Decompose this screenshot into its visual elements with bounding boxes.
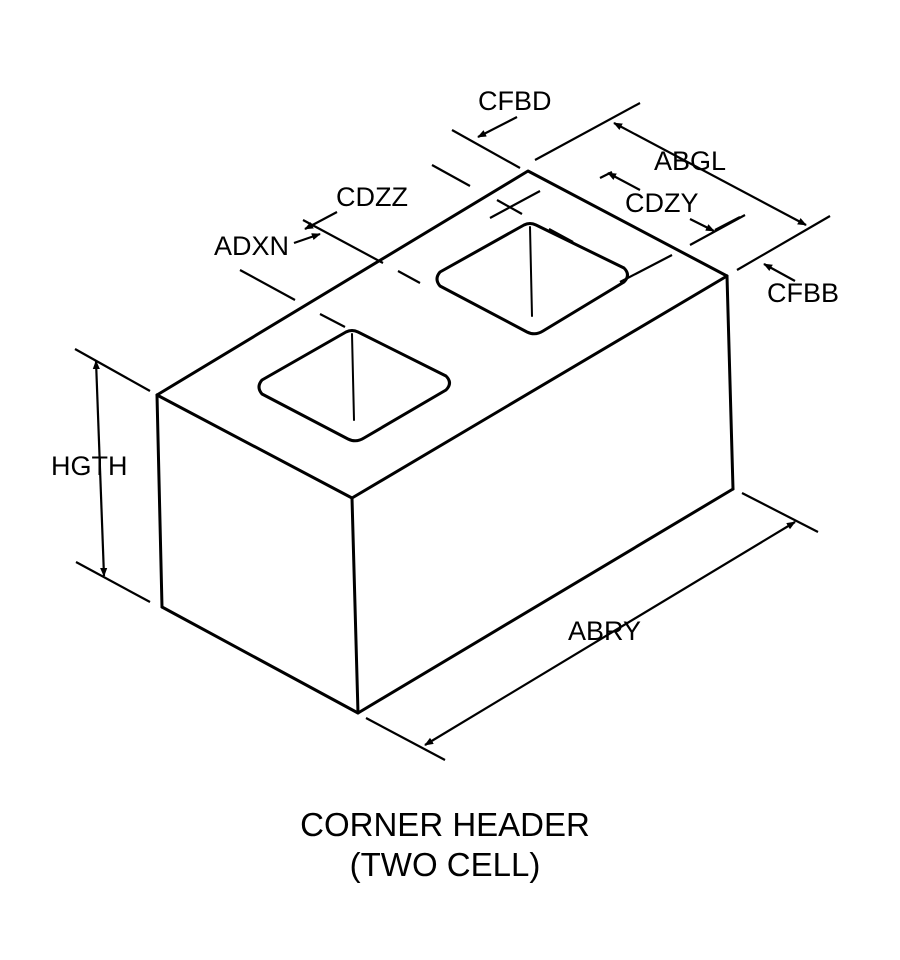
cell-opening-right	[435, 222, 629, 336]
adxn-label: ADXN	[214, 231, 289, 261]
front-top-edge	[155, 274, 729, 500]
cell-opening-left	[257, 329, 451, 443]
right-vertical-edge	[725, 274, 735, 491]
cdzy-arrow-right	[689, 218, 715, 232]
left-vertical-edge	[155, 393, 164, 609]
cdzz-arrow	[304, 211, 338, 230]
extension-lines	[74, 348, 819, 761]
cfbd-label: CFBD	[478, 86, 552, 116]
abry-label: ABRY	[568, 616, 641, 646]
cfbd-arrow	[477, 116, 518, 138]
hgth-arrow	[92, 360, 108, 577]
hgth-label: HGTH	[51, 451, 128, 481]
abry-arrow	[424, 521, 796, 746]
adxn-arrow	[293, 232, 321, 245]
dimension-arrows	[92, 116, 807, 746]
cfbb-label: CFBB	[767, 278, 839, 308]
cdzz-label: CDZZ	[336, 182, 408, 212]
cdzy-arrow	[607, 172, 641, 191]
bottom-edges	[160, 487, 735, 715]
corner-vertical-edge	[350, 496, 360, 715]
caption-title: CORNER HEADER	[300, 806, 590, 843]
abgl-label: ABGL	[654, 146, 726, 176]
abgl-arrow	[613, 122, 807, 226]
top-face-edges	[155, 169, 729, 397]
reference-lines	[239, 102, 831, 328]
caption-subtitle: (TWO CELL)	[350, 846, 541, 883]
cdzy-label: CDZY	[625, 188, 699, 218]
cfbb-arrow	[763, 263, 796, 282]
